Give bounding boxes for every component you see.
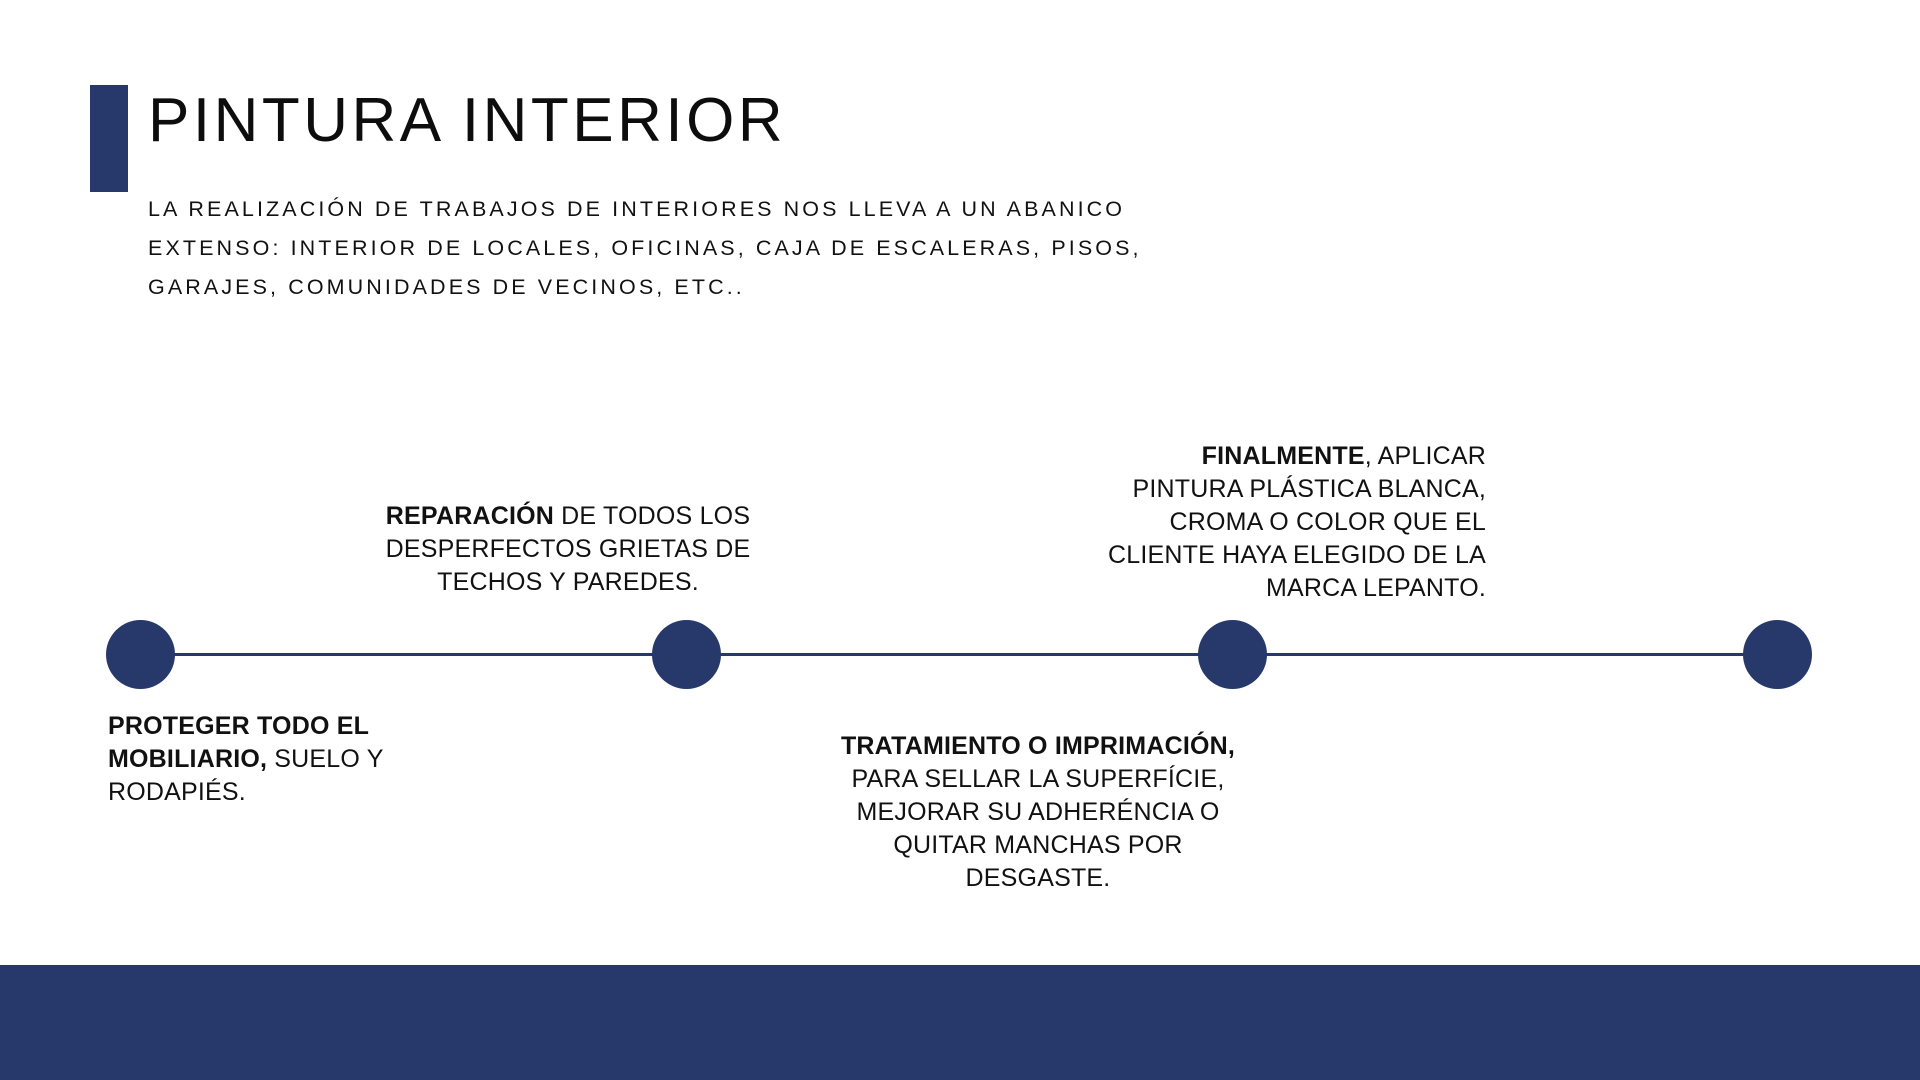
timeline-step-3-rest: PARA SELLAR LA SUPERFÍCIE, MEJORAR SU AD…: [851, 765, 1225, 892]
timeline-step-3-text: TRATAMIENTO O IMPRIMACIÓN, PARA SELLAR L…: [818, 730, 1258, 895]
subtitle-line-2: EXTENSO: INTERIOR DE LOCALES, OFICINAS, …: [148, 236, 1142, 260]
timeline-step-4-rest: , APLICAR PINTURA PLÁSTICA BLANCA, CROMA…: [1108, 442, 1487, 602]
timeline-step-4-bold: FINALMENTE: [1201, 442, 1365, 470]
footer-accent-bar: [0, 965, 1920, 1080]
timeline-dot-2[interactable]: [652, 620, 721, 689]
timeline-step-2-rest: DE TODOS LOS DESPERFECTOS GRIETAS DE TEC…: [385, 502, 751, 596]
timeline-step-1-text: PROTEGER TODO EL MOBILIARIO, SUELO Y ROD…: [108, 710, 468, 809]
timeline-step-1-rest: SUELO Y RODAPIÉS.: [108, 745, 384, 806]
timeline-dot-1[interactable]: [106, 620, 175, 689]
timeline-step-2-bold: REPARACIÓN: [385, 502, 555, 530]
timeline-dot-3[interactable]: [1198, 620, 1267, 689]
page-title: PINTURA INTERIOR: [148, 86, 787, 155]
timeline-connector-line: [140, 653, 1777, 656]
title-accent-bar: [90, 85, 128, 192]
subtitle-line-1: LA REALIZACIÓN DE TRABAJOS DE INTERIORES…: [148, 197, 1126, 221]
slide-subtitle: LA REALIZACIÓN DE TRABAJOS DE INTERIORES…: [148, 190, 1328, 307]
timeline-step-4-text: FINALMENTE, APLICAR PINTURA PLÁSTICA BLA…: [1108, 440, 1486, 605]
subtitle-line-3: GARAJES, COMUNIDADES DE VECINOS, ETC..: [148, 275, 745, 299]
timeline-step-2-text: REPARACIÓN DE TODOS LOS DESPERFECTOS GRI…: [380, 500, 756, 599]
timeline-dot-4[interactable]: [1743, 620, 1812, 689]
timeline-step-3-bold: TRATAMIENTO O IMPRIMACIÓN,: [840, 732, 1236, 760]
timeline-step-1-bold: PROTEGER TODO EL MOBILIARIO,: [108, 712, 369, 773]
